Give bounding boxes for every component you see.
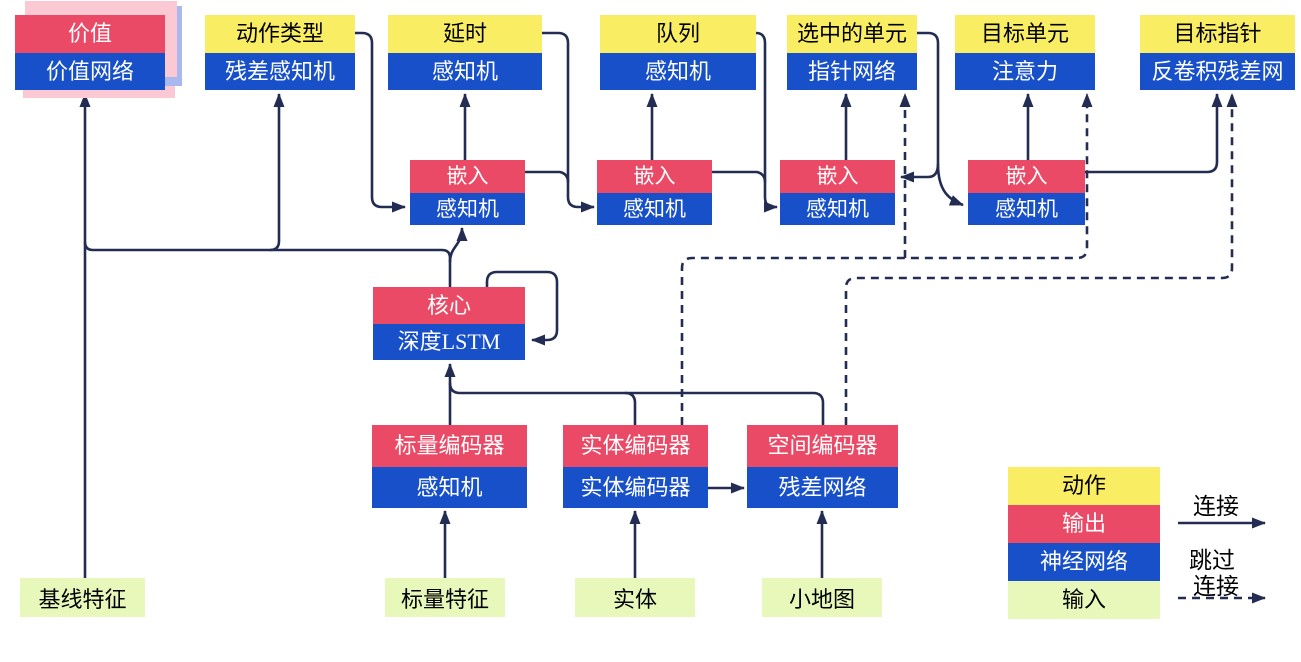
node-entities: 实体 [575, 578, 695, 617]
node-value: 价值 价值网络 [15, 15, 165, 90]
entity-encoder-network-label: 实体编码器 [563, 467, 708, 508]
embed-1-output-label: 嵌入 [410, 160, 525, 193]
node-baseline-features: 基线特征 [20, 578, 145, 617]
edge-core-rail-left [83, 241, 452, 287]
edge-rail-to-actiontype [269, 93, 285, 252]
edge-actiontype-to-embed1 [355, 31, 406, 213]
node-core: 核心 深度LSTM [373, 287, 525, 360]
legend-output-label: 输出 [1008, 505, 1160, 543]
core-output-label: 核心 [373, 287, 525, 324]
embed-4-network-label: 感知机 [968, 193, 1085, 225]
node-embed-2: 嵌入 感知机 [597, 160, 712, 225]
edge-encoder-rail [448, 382, 825, 425]
embed-2-output-label: 嵌入 [597, 160, 712, 193]
skip-spatialenc-to-targetpoint [844, 93, 1238, 425]
edge-selectedunits-out [917, 31, 940, 164]
node-queue: 队列 感知机 [600, 15, 756, 90]
target-unit-label: 目标单元 [955, 15, 1095, 53]
node-scalar-features: 标量特征 [385, 578, 505, 617]
delay-label: 延时 [388, 15, 542, 53]
edge-queue-to-embed3 [755, 31, 778, 213]
edge-embed2-out [712, 170, 767, 183]
queue-network-label: 感知机 [600, 53, 756, 90]
legend-input-label: 输入 [1008, 581, 1160, 619]
solid-connectors [79, 31, 1266, 578]
edge-core-to-embed1 [448, 227, 468, 263]
legend-network-label: 神经网络 [1008, 543, 1160, 581]
node-target-point: 目标指针 反卷积残差网 [1140, 15, 1295, 90]
node-selected-units: 选中的单元 指针网络 [787, 15, 917, 90]
queue-label: 队列 [600, 15, 756, 53]
node-spatial-encoder: 空间编码器 残差网络 [747, 425, 898, 508]
selected-units-label: 选中的单元 [787, 15, 917, 53]
edge-embed4-to-targetpoint [1085, 93, 1223, 174]
legend-action-label: 动作 [1008, 467, 1160, 505]
edge-delay-to-embed2 [542, 31, 595, 213]
action-type-label: 动作类型 [205, 15, 355, 53]
core-network-label: 深度LSTM [373, 324, 525, 360]
edge-entityenc-join-rail [624, 391, 637, 425]
target-point-network-label: 反卷积残差网 [1140, 53, 1295, 90]
scalar-encoder-label: 标量编码器 [372, 425, 527, 467]
node-minimap: 小地图 [762, 578, 882, 617]
skip-entityenc-to-targetunit [680, 93, 1093, 425]
embed-2-network-label: 感知机 [597, 193, 712, 225]
target-unit-network-label: 注意力 [955, 53, 1095, 90]
embed-1-network-label: 感知机 [410, 193, 525, 225]
node-embed-3: 嵌入 感知机 [780, 160, 895, 225]
node-embed-1: 嵌入 感知机 [410, 160, 525, 225]
value-output-label: 价值 [15, 15, 165, 53]
entity-encoder-label: 实体编码器 [563, 425, 708, 467]
embed-4-output-label: 嵌入 [968, 160, 1085, 193]
delay-network-label: 感知机 [388, 53, 542, 90]
edge-selectedunits-to-embed4 [936, 163, 964, 207]
embed-3-network-label: 感知机 [780, 193, 895, 225]
legend-connection-text: 连接 [1193, 494, 1239, 519]
action-type-network-label: 残差感知机 [205, 53, 355, 90]
node-scalar-encoder: 标量编码器 感知机 [372, 425, 527, 508]
skip-connectors [680, 93, 1266, 604]
scalar-encoder-network-label: 感知机 [372, 467, 527, 508]
value-network-label: 价值网络 [15, 53, 165, 90]
node-entity-encoder: 实体编码器 实体编码器 [563, 425, 708, 508]
node-embed-4: 嵌入 感知机 [968, 160, 1085, 225]
edge-selectedunits-to-embed3 [900, 163, 940, 183]
edge-embed1-out [525, 170, 570, 183]
spatial-encoder-label: 空间编码器 [747, 425, 898, 467]
legend-skip-text-line1: 跳过 [1189, 548, 1235, 573]
legend-skip-text-line2: 连接 [1193, 574, 1239, 599]
node-delay: 延时 感知机 [388, 15, 542, 90]
node-action-type: 动作类型 残差感知机 [205, 15, 355, 90]
legend-swatches: 动作 输出 神经网络 输入 [1008, 467, 1160, 619]
spatial-encoder-network-label: 残差网络 [747, 467, 898, 508]
selected-units-network-label: 指针网络 [787, 53, 917, 90]
embed-3-output-label: 嵌入 [780, 160, 895, 193]
target-point-label: 目标指针 [1140, 15, 1295, 53]
edge-core-selfloop [485, 270, 559, 346]
node-target-unit: 目标单元 注意力 [955, 15, 1095, 90]
